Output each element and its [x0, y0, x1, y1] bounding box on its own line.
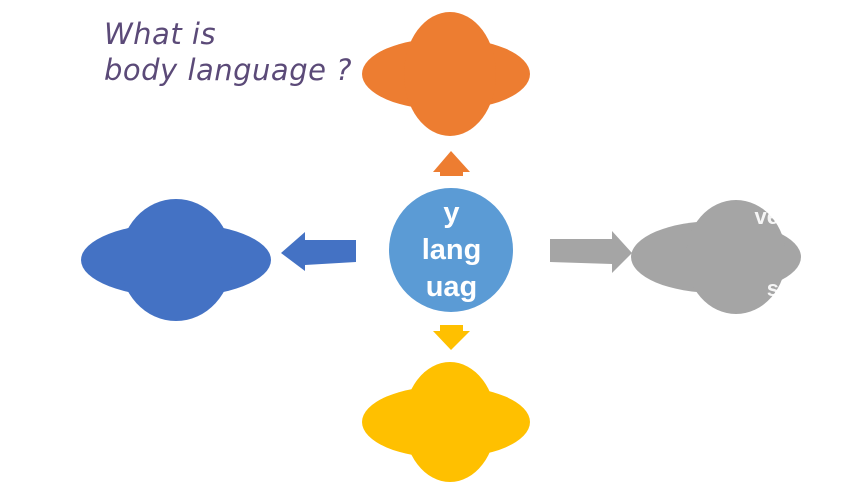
top-cloud-lobe — [404, 12, 496, 136]
top-cloud-node — [362, 12, 530, 136]
center-node-label: y lang uag — [389, 195, 514, 305]
question-line-1: What is — [104, 17, 217, 51]
right-cloud-node — [631, 200, 801, 314]
bottom-cloud-lobe — [404, 362, 496, 482]
right-node-label: ve s — [705, 205, 785, 301]
arrow-up-icon — [433, 151, 470, 176]
center-label-line-2: lang — [421, 234, 482, 266]
right-label-line-3 — [705, 253, 785, 277]
center-label-line-1: y — [443, 197, 460, 229]
center-circle-node — [389, 188, 513, 312]
left-cloud-lobe — [120, 199, 232, 321]
question-line-2: body language ? — [104, 53, 353, 87]
right-label-line-2 — [705, 229, 785, 253]
question-title: What is body language ? — [104, 16, 352, 88]
right-label-line-1: ve — [754, 205, 779, 229]
arrow-left-icon — [281, 232, 356, 271]
arrow-down-icon — [433, 325, 470, 350]
left-cloud-node — [81, 199, 271, 321]
arrow-right-icon — [550, 231, 632, 273]
right-cloud-lobe — [686, 200, 786, 314]
right-label-line-4: s — [766, 276, 779, 301]
center-label-line-3: uag — [425, 271, 478, 303]
bottom-cloud-node — [362, 362, 530, 482]
